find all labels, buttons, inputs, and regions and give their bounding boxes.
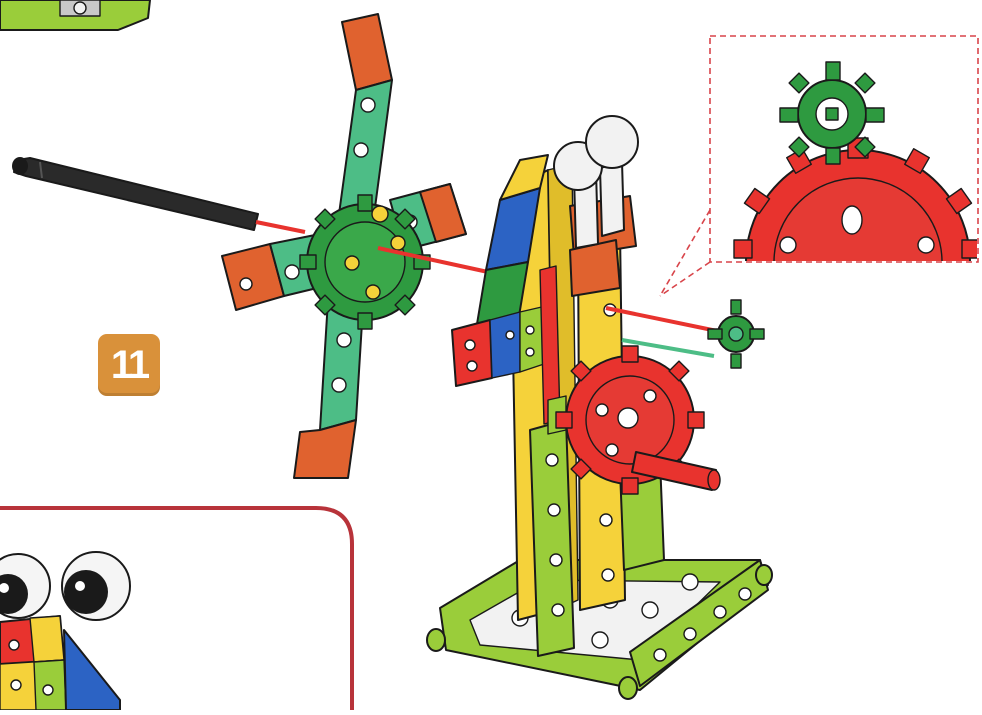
alignment-line-red	[256, 222, 305, 232]
model-preview-frame	[0, 508, 352, 710]
red-gear-icon	[556, 346, 720, 494]
callout-green-gear-icon	[780, 62, 884, 164]
alignment-line-red	[606, 308, 722, 332]
hub-gear-icon	[300, 195, 430, 329]
step-number-badge: 11	[98, 334, 160, 396]
step-number: 11	[111, 343, 147, 388]
green-gear-icon	[708, 300, 764, 368]
windmill-blades-icon	[222, 14, 466, 478]
eye-icon	[0, 554, 50, 618]
eye-icon	[62, 552, 130, 620]
gear-mesh-detail-icon	[660, 36, 980, 374]
black-axle-icon	[12, 157, 258, 230]
previous-step-piece	[0, 0, 150, 30]
